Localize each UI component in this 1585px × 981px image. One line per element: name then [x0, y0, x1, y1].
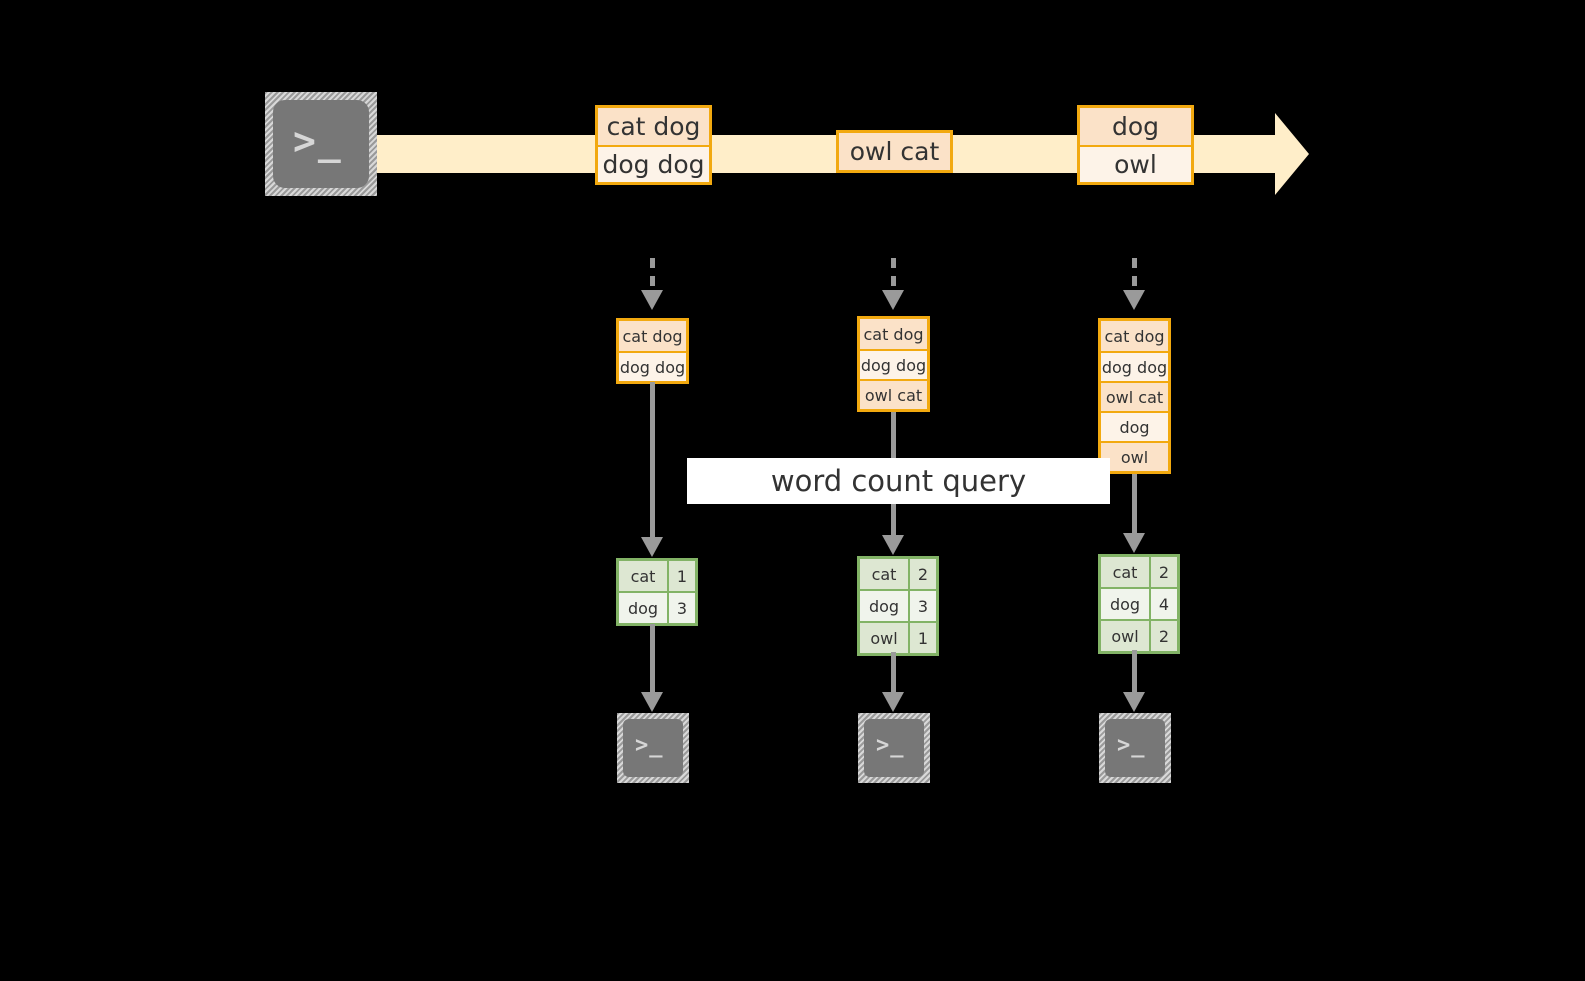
stack-line: owl	[1101, 441, 1168, 471]
trigger-connector-dashed	[1132, 258, 1137, 294]
result-count: 1	[667, 561, 695, 591]
record-line: owl cat	[839, 133, 950, 170]
result-word: dog	[860, 591, 908, 621]
table-row: cat 1	[619, 561, 695, 591]
table-row: dog 3	[619, 591, 695, 623]
timeline-batch-1: cat dog dog dog	[595, 105, 712, 185]
trigger-1-sink-connector	[650, 624, 655, 694]
trigger-1-result-table: cat 1 dog 3	[616, 558, 698, 626]
result-word: owl	[860, 623, 908, 653]
arrow-down-icon	[882, 692, 904, 712]
result-word: dog	[1101, 589, 1149, 619]
stack-line: dog	[1101, 411, 1168, 441]
trigger-3-input-stack: cat dog dog dog owl cat dog owl	[1098, 318, 1171, 474]
result-word: cat	[860, 559, 908, 589]
arrow-down-icon	[641, 537, 663, 557]
trigger-3-sink-connector	[1132, 650, 1137, 694]
terminal-screen: >_	[623, 719, 683, 777]
trigger-2-sink-terminal-icon: >_	[858, 713, 930, 783]
trigger-3-sink-terminal-icon: >_	[1099, 713, 1171, 783]
arrow-down-icon	[882, 290, 904, 310]
arrow-down-icon	[882, 535, 904, 555]
trigger-2-result-table: cat 2 dog 3 owl 1	[857, 556, 939, 656]
table-row: cat 2	[860, 559, 936, 589]
trigger-2-sink-connector	[891, 652, 896, 694]
stack-line: cat dog	[1101, 321, 1168, 351]
arrow-down-icon	[1123, 692, 1145, 712]
source-terminal-icon: >_	[265, 92, 377, 196]
terminal-prompt: >_	[635, 733, 664, 758]
timeline-batch-2: owl cat	[836, 130, 953, 173]
terminal-prompt: >_	[876, 733, 905, 758]
terminal-screen: >_	[864, 719, 924, 777]
arrow-right-icon	[1275, 113, 1309, 195]
table-row: owl 1	[860, 621, 936, 653]
result-count: 3	[908, 591, 936, 621]
stack-line: owl cat	[1101, 381, 1168, 411]
record-line: dog	[1080, 108, 1191, 145]
query-label: word count query	[687, 458, 1110, 504]
result-word: cat	[619, 561, 667, 591]
result-word: cat	[1101, 557, 1149, 587]
arrow-down-icon	[1123, 533, 1145, 553]
terminal-prompt: >_	[1117, 733, 1146, 758]
timeline-batch-3: dog owl	[1077, 105, 1194, 185]
trigger-1-sink-terminal-icon: >_	[617, 713, 689, 783]
arrow-down-icon	[641, 290, 663, 310]
result-count: 4	[1149, 589, 1177, 619]
trigger-connector-dashed	[891, 258, 896, 294]
result-word: owl	[1101, 621, 1149, 651]
record-line: dog dog	[598, 145, 709, 182]
table-row: dog 3	[860, 589, 936, 621]
record-line: owl	[1080, 145, 1191, 182]
result-count: 1	[908, 623, 936, 653]
trigger-3-query-connector	[1132, 474, 1137, 538]
trigger-1-query-connector	[650, 382, 655, 542]
stack-line: dog dog	[619, 351, 686, 381]
result-count: 2	[1149, 557, 1177, 587]
terminal-screen: >_	[273, 100, 369, 188]
table-row: dog 4	[1101, 587, 1177, 619]
table-row: cat 2	[1101, 557, 1177, 587]
result-count: 3	[667, 593, 695, 623]
record-line: cat dog	[598, 108, 709, 145]
result-word: dog	[619, 593, 667, 623]
terminal-prompt: >_	[293, 119, 343, 163]
trigger-connector-dashed	[650, 258, 655, 294]
trigger-3-result-table: cat 2 dog 4 owl 2	[1098, 554, 1180, 654]
stack-line: cat dog	[619, 321, 686, 351]
result-count: 2	[908, 559, 936, 589]
terminal-screen: >_	[1105, 719, 1165, 777]
arrow-down-icon	[1123, 290, 1145, 310]
stack-line: owl cat	[860, 379, 927, 409]
trigger-1-input-stack: cat dog dog dog	[616, 318, 689, 384]
stack-line: cat dog	[860, 319, 927, 349]
stack-line: dog dog	[1101, 351, 1168, 381]
result-count: 2	[1149, 621, 1177, 651]
arrow-down-icon	[641, 692, 663, 712]
table-row: owl 2	[1101, 619, 1177, 651]
trigger-2-input-stack: cat dog dog dog owl cat	[857, 316, 930, 412]
stack-line: dog dog	[860, 349, 927, 379]
